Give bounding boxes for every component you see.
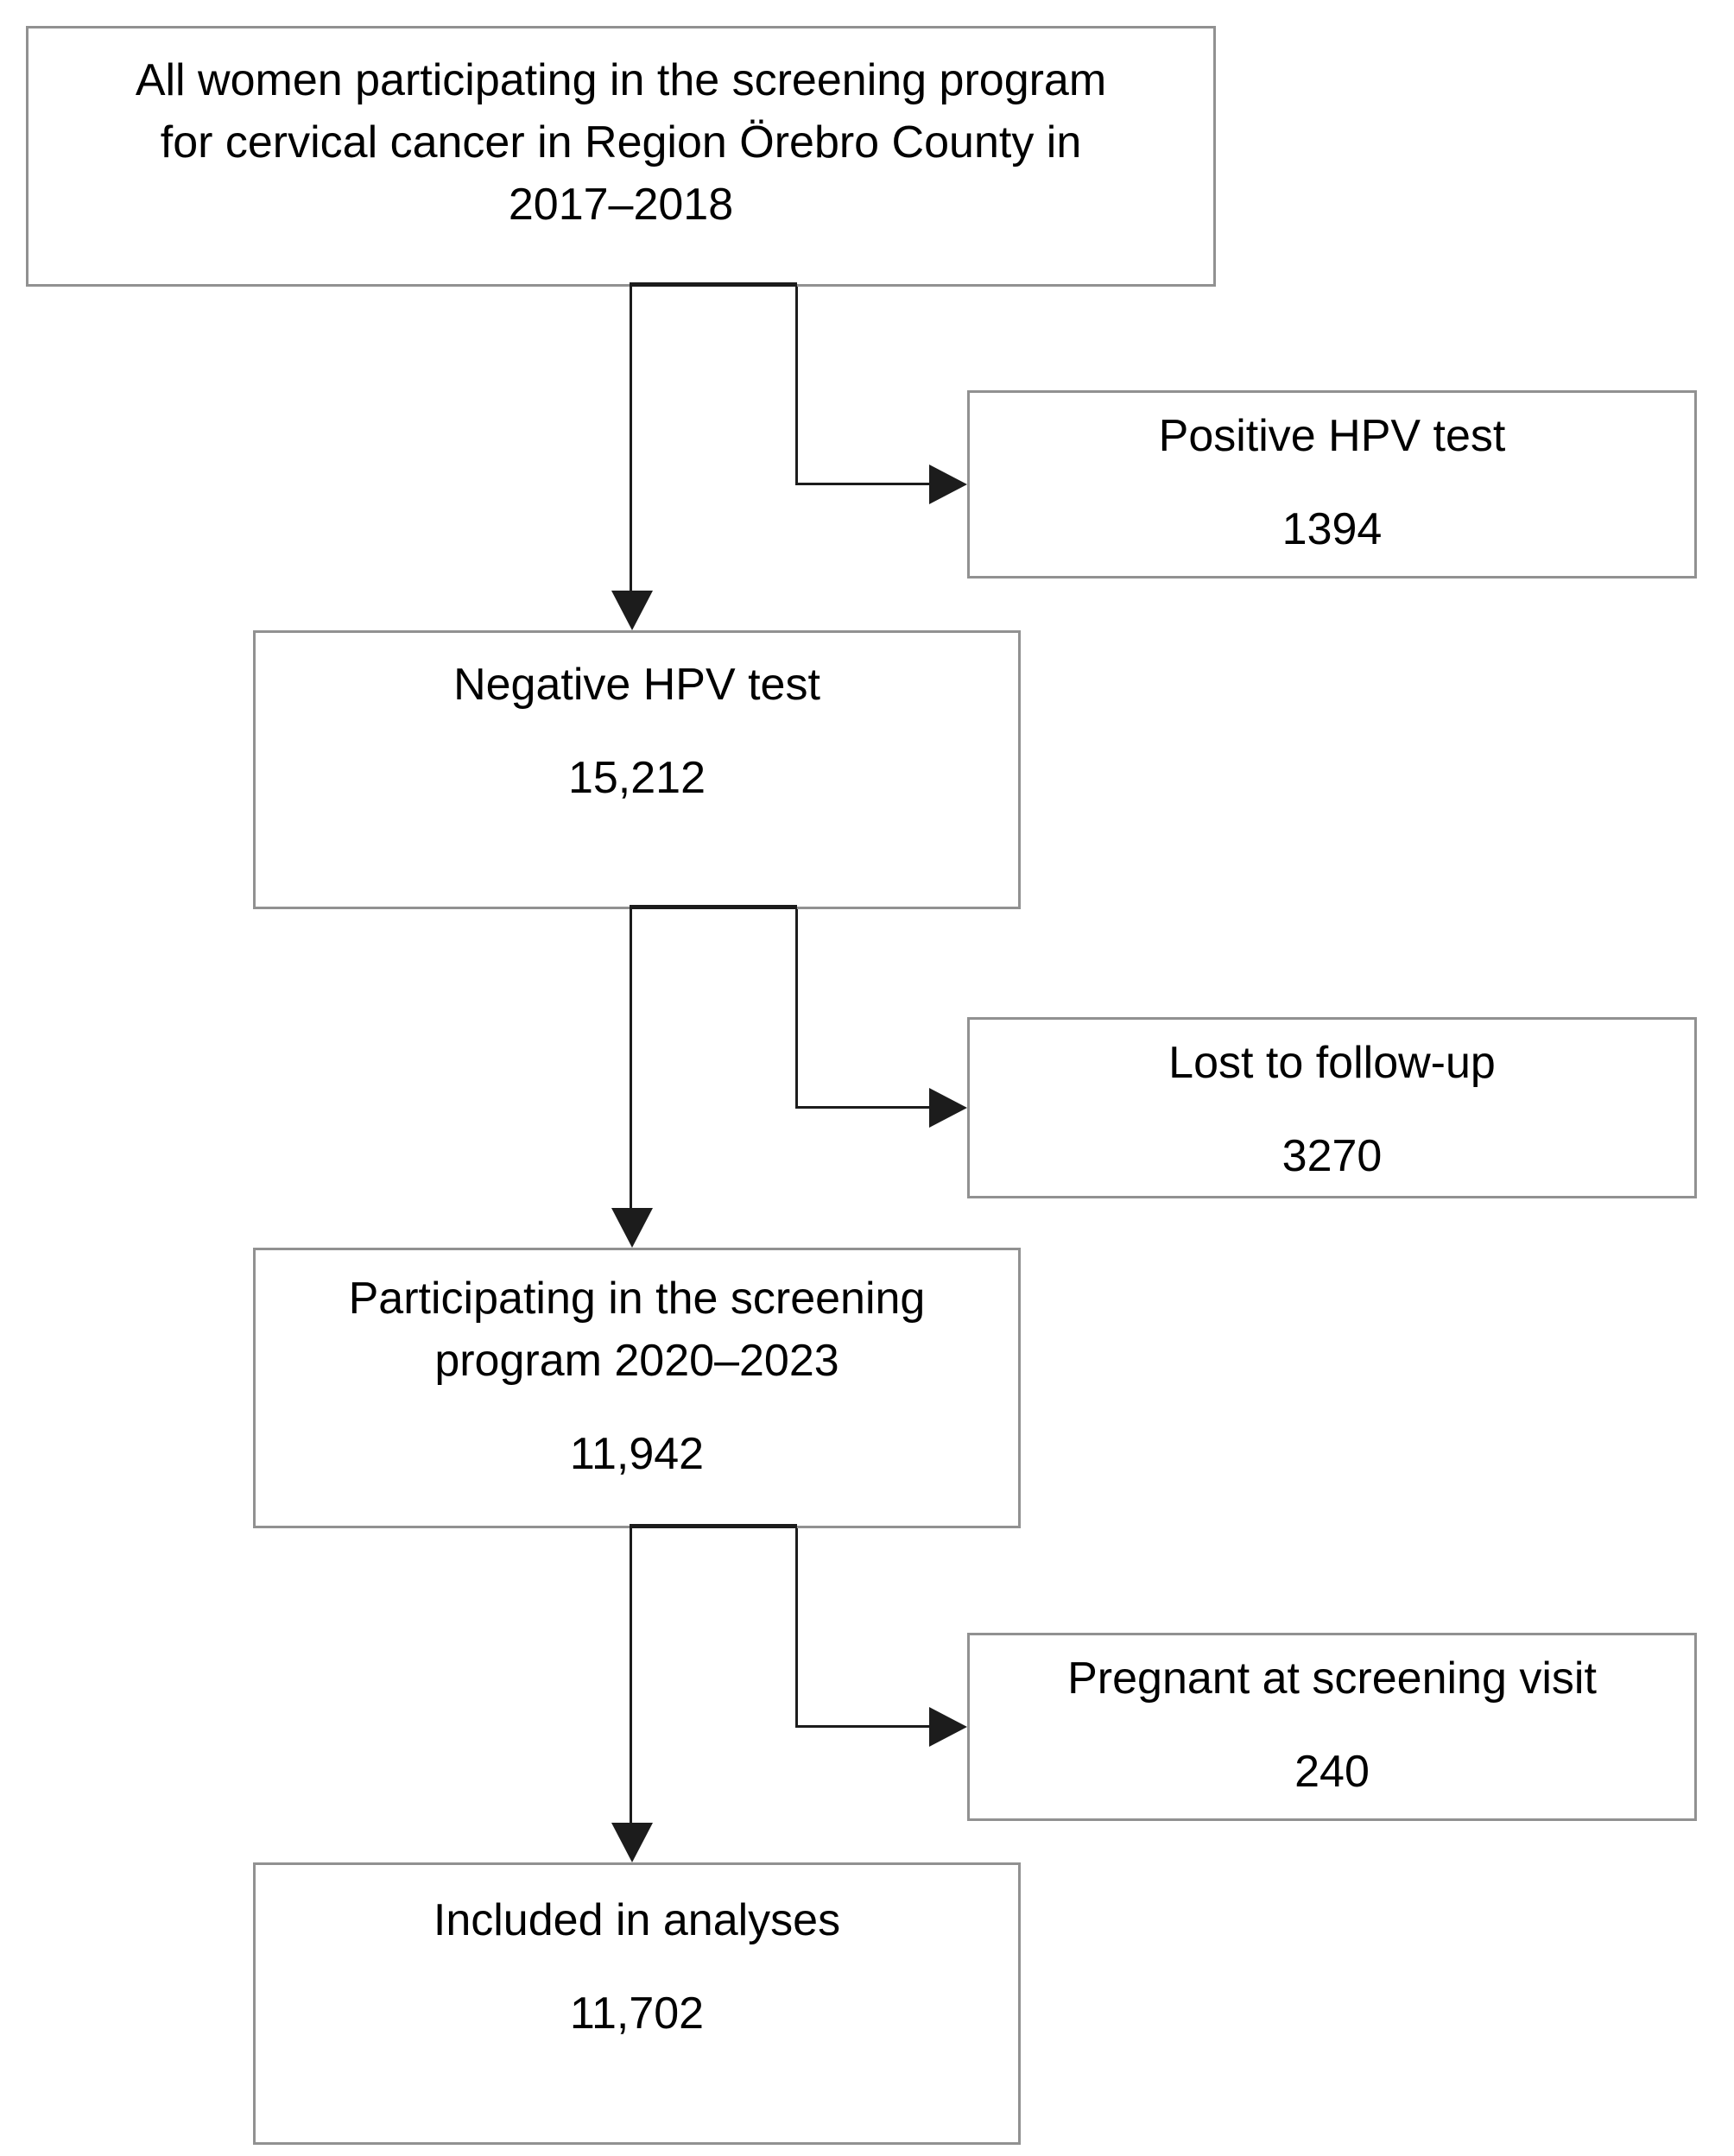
box-count: 1394	[1282, 504, 1383, 554]
box-positive-hpv-test: Positive HPV test 1394	[967, 390, 1697, 579]
arrowhead-down-into-participating	[611, 1208, 653, 1248]
box-count: 11,942	[569, 1429, 705, 1479]
box-label: Pregnant at screening visit	[1067, 1653, 1597, 1704]
arrowhead-right-into-positive	[929, 465, 967, 504]
box-label: Included in analyses	[433, 1895, 841, 1945]
box-count: 240	[1294, 1747, 1370, 1797]
box-included-in-analyses: Included in analyses 11,702	[253, 1862, 1021, 2145]
connector-stub-negative	[630, 905, 797, 909]
box-label: All women participating in the screening…	[135, 55, 1107, 230]
connector-branch-to-positive-vertical	[795, 287, 798, 484]
arrowhead-right-into-pregnant	[929, 1707, 967, 1747]
box-lost-to-follow-up: Lost to follow-up 3270	[967, 1017, 1697, 1198]
box-participating-2020-2023: Participating in the screening program 2…	[253, 1248, 1021, 1528]
connector-participating-to-included	[630, 1528, 632, 1823]
connector-stub-participating	[630, 1524, 797, 1528]
connector-branch-to-positive-horizontal	[795, 483, 929, 485]
box-pregnant-at-screening-visit: Pregnant at screening visit 240	[967, 1633, 1697, 1821]
box-count: 11,702	[569, 1988, 705, 2039]
connector-branch-to-pregnant-vertical	[795, 1528, 798, 1728]
connector-negative-to-participating	[630, 909, 632, 1208]
box-label: Participating in the screening program 2…	[348, 1274, 926, 1386]
arrowhead-right-into-lost	[929, 1088, 967, 1128]
connector-stub-population	[630, 282, 797, 287]
box-count: 3270	[1282, 1131, 1383, 1181]
connector-branch-to-pregnant-horizontal	[795, 1725, 929, 1728]
box-screening-population: All women participating in the screening…	[26, 26, 1216, 287]
box-label: Lost to follow-up	[1168, 1038, 1496, 1088]
connector-branch-to-lost-horizontal	[795, 1106, 929, 1109]
connector-population-to-negative	[630, 287, 632, 591]
box-negative-hpv-test: Negative HPV test 15,212	[253, 630, 1021, 909]
box-count: 15,212	[567, 753, 706, 803]
box-label: Negative HPV test	[453, 660, 820, 710]
box-label: Positive HPV test	[1158, 411, 1506, 461]
connector-branch-to-lost-vertical	[795, 909, 798, 1109]
arrowhead-down-into-included	[611, 1823, 653, 1862]
arrowhead-down-into-negative	[611, 591, 653, 630]
